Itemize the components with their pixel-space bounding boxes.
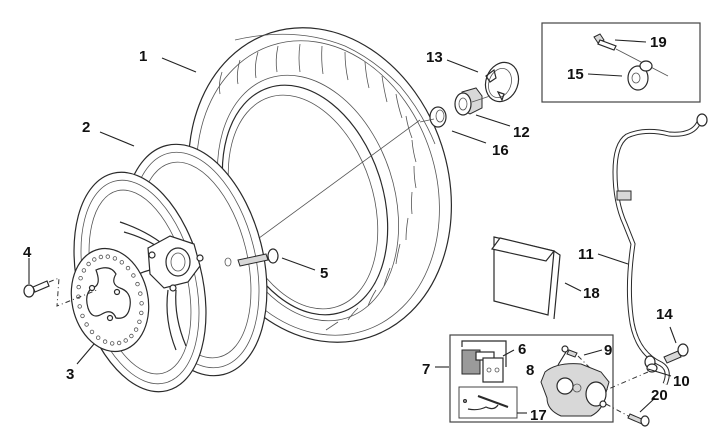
disc-hole <box>116 340 122 346</box>
pad-kit-box <box>449 334 614 423</box>
hub-cap <box>484 61 520 103</box>
clamp-screw <box>593 33 669 77</box>
disc-hole <box>86 261 91 267</box>
disc-hole <box>135 281 140 287</box>
pin-kit-box <box>458 386 518 419</box>
brake-disc <box>70 247 150 353</box>
disc-hole <box>138 291 143 296</box>
instruction-sheet <box>490 236 561 320</box>
caliper-screw <box>605 403 650 427</box>
disc-screw <box>23 277 98 307</box>
callout-2: 2 <box>82 119 90 136</box>
disc-hole <box>119 260 124 265</box>
callout-20: 20 <box>651 387 668 404</box>
bleed-screw <box>561 345 591 369</box>
banjo-bolt <box>663 343 689 364</box>
disc-hole <box>112 256 118 261</box>
callout-8: 8 <box>526 362 534 379</box>
callout-4: 4 <box>23 244 32 261</box>
tyre-valve <box>224 248 279 267</box>
hose-clamp <box>627 60 653 91</box>
disc-hole <box>81 268 87 273</box>
disc-hole <box>78 276 83 281</box>
disc-hole <box>129 333 134 339</box>
callout-13: 13 <box>426 49 443 66</box>
disc-hole <box>139 310 144 316</box>
disc-hole <box>89 329 95 335</box>
callout-14: 14 <box>656 306 673 323</box>
disc-hole <box>98 254 104 260</box>
disc-hole <box>77 304 82 309</box>
disc-hole <box>95 335 101 340</box>
disc-hole <box>105 254 110 259</box>
callout-12: 12 <box>513 124 530 141</box>
disc-hole <box>133 327 139 332</box>
callout-9: 9 <box>604 342 612 359</box>
clamp-detail-box <box>541 22 701 103</box>
washer <box>429 106 447 128</box>
disc-hole <box>80 313 85 319</box>
disc-hole <box>123 338 128 343</box>
callout-11: 11 <box>578 246 594 263</box>
callout-17: 17 <box>530 407 547 424</box>
callout-19: 19 <box>650 34 667 51</box>
disc-hole <box>92 257 97 262</box>
disc-holes <box>76 254 144 346</box>
disc-hole <box>84 322 89 327</box>
callout-18: 18 <box>583 285 600 302</box>
disc-hole <box>139 301 144 306</box>
callout-7: 7 <box>422 361 430 378</box>
callout-15: 15 <box>567 66 584 83</box>
leader-lines <box>28 39 677 414</box>
brake-caliper <box>540 363 610 417</box>
callout-10: 10 <box>673 373 690 390</box>
callout-1: 1 <box>139 48 147 65</box>
pin-kit <box>463 395 509 411</box>
disc-hole <box>137 319 142 324</box>
disc-hole <box>131 273 136 278</box>
tread-pattern <box>218 33 436 331</box>
callout-3: 3 <box>66 366 74 383</box>
disc-hole <box>102 339 108 344</box>
disc-hole <box>125 265 131 271</box>
disc-hole <box>109 341 115 346</box>
callout-6: 6 <box>518 341 526 358</box>
brake-hose <box>612 113 708 385</box>
disc-hole <box>76 284 81 290</box>
brake-pads <box>461 340 507 383</box>
callout-16: 16 <box>492 142 509 159</box>
axle-nut <box>454 87 483 116</box>
callout-5: 5 <box>320 265 328 282</box>
